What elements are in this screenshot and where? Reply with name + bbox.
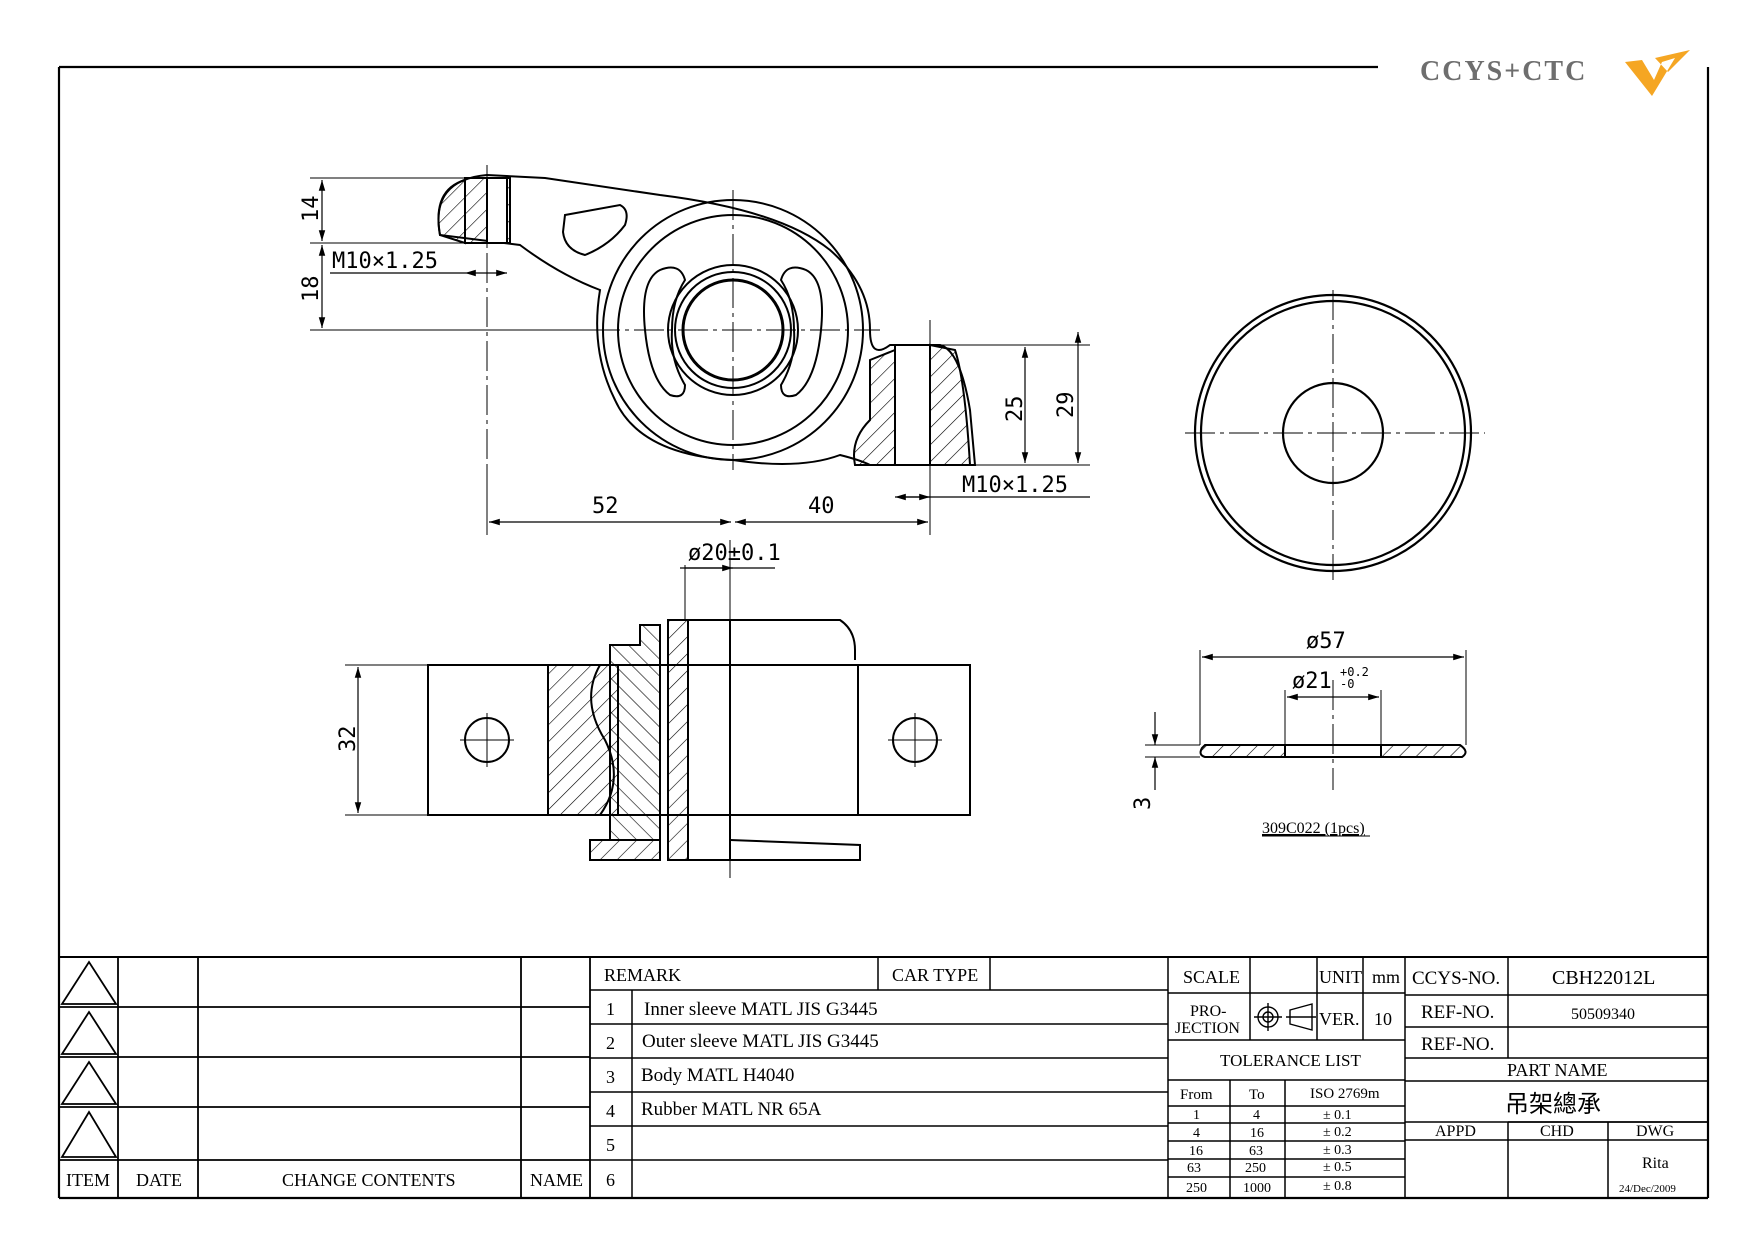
tol-row-4-from: 63 — [1187, 1161, 1201, 1176]
logo-text: CCYS+CTC — [1420, 56, 1587, 87]
ver-value: 10 — [1374, 1009, 1392, 1029]
title-block-text: ITEM DATE CHANGE CONTENTS NAME REMARK CA… — [66, 965, 1676, 1196]
dwg-label: DWG — [1636, 1123, 1675, 1140]
tol-row-4-tol: ± 0.5 — [1323, 1160, 1352, 1175]
dim-32: 32 — [336, 726, 361, 753]
washer-top-view — [1185, 290, 1485, 580]
remark-text-3: Body MATL H4040 — [641, 1065, 794, 1086]
tol-row-3-from: 16 — [1189, 1144, 1203, 1159]
thread-label-bottom: M10×1.25 — [962, 473, 1068, 498]
dim-40: 40 — [808, 494, 835, 519]
dim-18: 18 — [299, 276, 324, 303]
tol-header-iso: ISO 2769m — [1310, 1086, 1380, 1102]
remark-no-2: 2 — [606, 1033, 615, 1053]
dim-52: 52 — [592, 494, 619, 519]
car-type-label: CAR TYPE — [892, 965, 978, 985]
remark-no-1: 1 — [606, 999, 615, 1019]
remark-label: REMARK — [604, 965, 681, 985]
ref-no-label: REF-NO. — [1421, 1002, 1494, 1023]
dwg-date: 24/Dec/2009 — [1619, 1183, 1676, 1195]
remark-no-3: 3 — [606, 1067, 615, 1087]
dim-29: 29 — [1054, 392, 1079, 419]
unit-value: mm — [1372, 967, 1400, 987]
ref-no2-label: REF-NO. — [1421, 1034, 1494, 1055]
tol-row-2-from: 4 — [1193, 1126, 1200, 1141]
dim-dia21: ø21 — [1292, 669, 1332, 694]
dim-25: 25 — [1003, 396, 1028, 423]
ref-no: 50509340 — [1571, 1006, 1635, 1023]
tol-row-2-tol: ± 0.2 — [1323, 1125, 1352, 1140]
chd-label: CHD — [1540, 1123, 1574, 1140]
remark-text-1: Inner sleeve MATL JIS G3445 — [644, 999, 878, 1020]
rev-header-date: DATE — [136, 1170, 182, 1190]
section-view — [345, 540, 971, 880]
ccys-no-label: CCYS-NO. — [1412, 968, 1500, 989]
remark-no-4: 4 — [606, 1101, 615, 1121]
dim-dia21-tol-upper: +0.2 — [1340, 665, 1369, 679]
remark-text-2: Outer sleeve MATL JIS G3445 — [642, 1031, 879, 1052]
remark-no-6: 6 — [606, 1170, 615, 1190]
projection-label-1: PRO- — [1190, 1003, 1226, 1020]
tol-row-3-tol: ± 0.3 — [1323, 1143, 1352, 1158]
thread-label-top: M10×1.25 — [332, 249, 438, 274]
washer-section — [1145, 650, 1467, 790]
remark-no-5: 5 — [606, 1135, 615, 1155]
dim-dia20: ø20±0.1 — [688, 541, 781, 566]
tol-row-5-from: 250 — [1186, 1181, 1207, 1196]
ver-label: VER. — [1319, 1009, 1360, 1029]
dim-14: 14 — [299, 196, 324, 223]
tol-header-from: From — [1180, 1087, 1213, 1103]
washer-label: 309C022 (1pcs) — [1262, 820, 1365, 837]
tol-row-5-tol: ± 0.8 — [1323, 1179, 1352, 1194]
tol-row-4-to: 250 — [1245, 1161, 1266, 1176]
tol-row-3-to: 63 — [1249, 1144, 1263, 1159]
remark-text-4: Rubber MATL NR 65A — [641, 1099, 822, 1120]
projection-symbol-icon — [1254, 1003, 1316, 1031]
tol-row-1-tol: ± 0.1 — [1323, 1108, 1352, 1123]
dim-3: 3 — [1131, 797, 1156, 810]
ccys-no: CBH22012L — [1552, 967, 1655, 989]
border-frame — [57, 65, 1710, 1200]
dim-dia57: ø57 — [1306, 629, 1346, 654]
tolerance-title: TOLERANCE LIST — [1220, 1051, 1361, 1070]
part-name-label: PART NAME — [1507, 1060, 1607, 1080]
dwg-by: Rita — [1642, 1155, 1669, 1172]
part-name: 吊架總承 — [1505, 1091, 1601, 1118]
dim-dia21-tol-lower: -0 — [1340, 677, 1354, 691]
rev-header-change: CHANGE CONTENTS — [282, 1170, 456, 1190]
tol-row-1-from: 1 — [1193, 1108, 1200, 1123]
tol-row-5-to: 1000 — [1243, 1181, 1271, 1196]
projection-label-2: JECTION — [1175, 1020, 1240, 1037]
rev-header-item: ITEM — [66, 1170, 110, 1190]
front-view — [310, 165, 1090, 535]
scale-label: SCALE — [1183, 967, 1240, 987]
title-block — [59, 956, 1708, 1198]
tol-header-to: To — [1249, 1087, 1265, 1103]
logo-flame-icon — [1625, 50, 1690, 96]
tol-row-1-to: 4 — [1253, 1108, 1260, 1123]
company-logo: CCYS+CTC — [1420, 50, 1690, 96]
appd-label: APPD — [1435, 1123, 1476, 1140]
tol-row-2-to: 16 — [1250, 1126, 1264, 1141]
rev-header-name: NAME — [530, 1170, 583, 1190]
unit-label: UNIT — [1319, 967, 1362, 987]
